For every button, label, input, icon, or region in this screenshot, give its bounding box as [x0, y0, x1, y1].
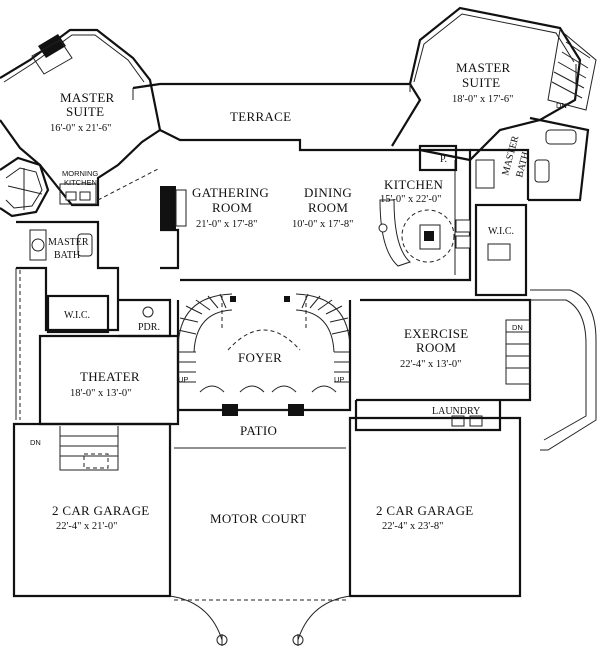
dining-room-subtitle: ROOM: [308, 200, 348, 215]
master-suite-right-title: MASTER: [456, 60, 511, 75]
laundry-label: LAUNDRY: [432, 406, 480, 417]
gathering-room-dims: 21'-0" x 17'-8": [196, 219, 257, 230]
stair-dn-exercise: DN: [512, 323, 523, 332]
garage-right-title: 2 CAR GARAGE: [376, 503, 474, 518]
morning-kitchen-label-2: KITCHEN: [64, 178, 97, 187]
wic-right-label: W.I.C.: [488, 226, 514, 237]
kitchen-title: KITCHEN: [384, 177, 443, 192]
exercise-walls: [354, 289, 597, 451]
stair-dn-garage: DN: [30, 438, 41, 447]
exercise-room-subtitle: ROOM: [416, 340, 456, 355]
foyer-walls: [176, 293, 352, 416]
gathering-room-subtitle: ROOM: [212, 200, 252, 215]
kitchen-dims: 15'-0" x 22'-0": [380, 194, 441, 205]
dining-room-dims: 10'-0" x 17'-8": [292, 219, 353, 230]
room-labels: MASTER SUITE 16'-0" x 21'-6" MASTER SUIT…: [48, 60, 532, 532]
master-suite-right-subtitle: SUITE: [462, 75, 500, 90]
wic-left-label: W.I.C.: [64, 310, 90, 321]
master-suite-right-dims: 18'-0" x 17'-6": [452, 94, 513, 105]
pantry-label: P.: [440, 154, 447, 165]
theater-dims: 18'-0" x 13'-0": [70, 388, 131, 399]
stair-up-right: UP: [334, 375, 344, 384]
patio-label: PATIO: [240, 423, 277, 438]
master-suite-left-subtitle: SUITE: [66, 104, 104, 119]
gathering-room-title: GATHERING: [192, 185, 269, 200]
master-suite-left-dims: 16'-0" x 21'-6": [50, 123, 111, 134]
exercise-room-dims: 22'-4" x 13'-0": [400, 359, 461, 370]
theater-title: THEATER: [80, 369, 140, 384]
exercise-room-title: EXERCISE: [404, 326, 469, 341]
stair-dn-master: DN: [556, 101, 567, 110]
garage-left-title: 2 CAR GARAGE: [52, 503, 150, 518]
morning-kitchen-label-1: MORNING: [62, 169, 98, 178]
powder-label: PDR.: [138, 322, 160, 333]
garage-left-dims: 22'-4" x 21'-0": [56, 521, 117, 532]
left-service-walls: [15, 220, 180, 426]
master-bath-left-2: BATH: [54, 250, 80, 261]
terrace-label: TERRACE: [230, 109, 291, 124]
garage-right-dims: 22'-4" x 23'-8": [382, 521, 443, 532]
right-master-wing-walls: [408, 6, 597, 202]
garage-walls: [12, 416, 522, 646]
motor-court-label: MOTOR COURT: [210, 511, 307, 526]
dining-room-title: DINING: [304, 185, 352, 200]
master-suite-left-title: MASTER: [60, 90, 115, 105]
core-walls: [159, 129, 530, 297]
master-bath-left-1: MASTER: [48, 237, 89, 248]
foyer-label: FOYER: [238, 350, 282, 365]
stair-up-left: UP: [178, 375, 188, 384]
stair-labels: UP UP DN DN DN: [30, 101, 567, 447]
left-master-wing-walls: [0, 28, 162, 218]
